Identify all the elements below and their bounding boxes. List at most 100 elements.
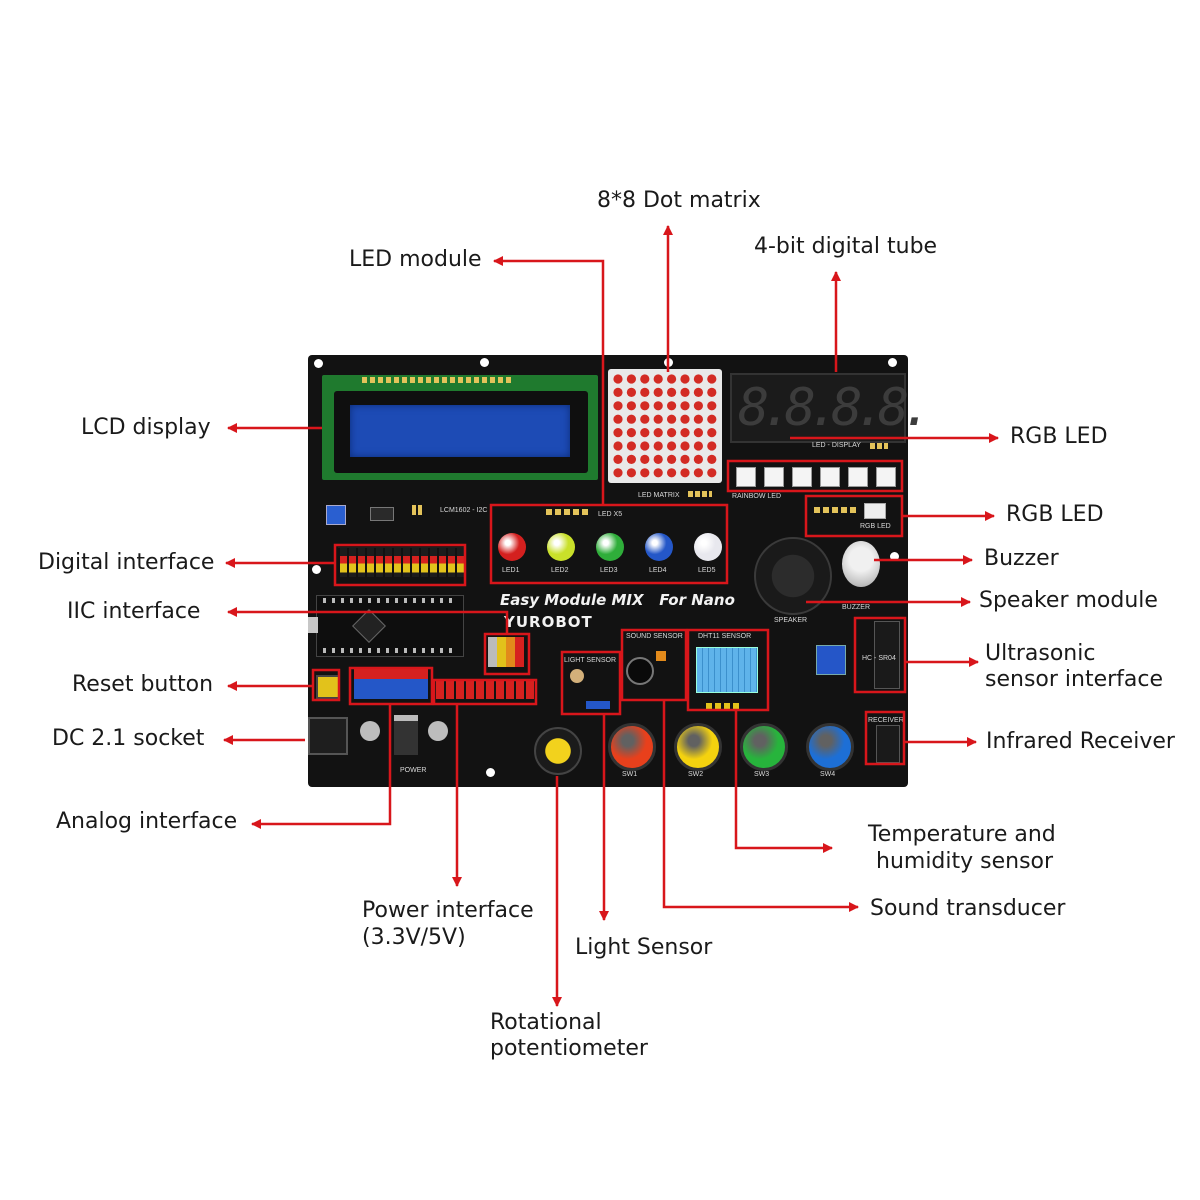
matrix-dot [640, 414, 650, 424]
box-iic [483, 632, 531, 676]
matrix-dot [693, 374, 703, 384]
matrix-dot [707, 468, 717, 478]
matrix-dot [693, 441, 703, 451]
label-lcd-display: LCD display [81, 415, 211, 440]
box-rainbow [726, 459, 904, 493]
matrix-dot [693, 414, 703, 424]
dot-matrix-grid [613, 374, 717, 478]
matrix-dot [626, 468, 636, 478]
box-ultrasonic [853, 616, 907, 694]
matrix-dot [667, 374, 677, 384]
blue-trimmer [326, 505, 346, 525]
push-button-2 [674, 723, 722, 771]
nano-pins [323, 648, 457, 653]
label-temp-humidity-1: Temperature and [868, 822, 1056, 847]
rainbow-led [848, 467, 868, 487]
matrix-dot [653, 428, 663, 438]
matrix-dot [680, 454, 690, 464]
ir-receiver-header [876, 725, 900, 763]
mounting-hole [480, 358, 489, 367]
silk-power: POWER [400, 767, 427, 774]
switch-label: SW2 [688, 771, 704, 778]
push-button-3 [740, 723, 788, 771]
silk-leds: LED X5 [598, 511, 623, 518]
sound-mic [626, 657, 654, 685]
matrix-dot [613, 374, 623, 384]
matrix-dot [667, 468, 677, 478]
matrix-dot [640, 441, 650, 451]
matrix-dot [640, 428, 650, 438]
matrix-dot [707, 414, 717, 424]
matrix-dot [626, 401, 636, 411]
mounting-hole [486, 768, 495, 777]
capacitor [428, 721, 448, 741]
blue-potentiometer [816, 645, 846, 675]
matrix-dot [626, 374, 636, 384]
label-light-sensor: Light Sensor [575, 935, 713, 960]
box-analog [348, 666, 434, 706]
dht-pins [706, 703, 742, 709]
matrix-dot [613, 414, 623, 424]
matrix-dot [707, 441, 717, 451]
ultrasonic-header [874, 621, 900, 689]
matrix-dot [626, 414, 636, 424]
label-rot-pot-2: potentiometer [490, 1036, 648, 1061]
mounting-hole [890, 552, 899, 561]
light-pins [586, 701, 610, 709]
label-led-module: LED module [349, 247, 482, 272]
box-reset [311, 668, 341, 702]
box-ir [864, 710, 906, 766]
led-label: LED1 [502, 567, 520, 574]
buzzer-module [842, 541, 880, 587]
silk-dht: DHT11 SENSOR [698, 633, 752, 640]
matrix-dot [640, 387, 650, 397]
switch-label: SW1 [622, 771, 638, 778]
switch [370, 507, 394, 521]
module-board: LED MATRIX 8.8.8.8. LED - DISPLAY RAINBO… [308, 355, 932, 787]
rainbow-led [736, 467, 756, 487]
led-4 [645, 533, 673, 561]
silk-led-display: LED - DISPLAY [812, 442, 861, 449]
led-pin-header [546, 509, 588, 515]
lcd-pin-header [362, 377, 512, 383]
silk-speaker: SPEAKER [774, 617, 808, 624]
matrix-dot [613, 454, 623, 464]
led-2 [547, 533, 575, 561]
analog-interface-header [354, 669, 428, 699]
capacitor [360, 721, 380, 741]
rgb-led-chip [864, 503, 886, 519]
silk-sound: SOUND SENSOR [626, 633, 683, 640]
matrix-dot [667, 441, 677, 451]
silk-light: LIGHT SENSOR [564, 657, 616, 664]
matrix-dot [653, 374, 663, 384]
matrix-dot [707, 387, 717, 397]
label-digital-interface: Digital interface [38, 550, 215, 575]
matrix-pin-header [688, 491, 712, 497]
box-led-module [489, 503, 729, 585]
matrix-dot [653, 468, 663, 478]
matrix-dot [653, 414, 663, 424]
label-iic-interface: IIC interface [67, 599, 201, 624]
matrix-dot [707, 454, 717, 464]
matrix-dot [653, 454, 663, 464]
matrix-dot [680, 428, 690, 438]
digital-tube-module: 8.8.8.8. [730, 373, 932, 443]
matrix-dot [653, 401, 663, 411]
matrix-dot [667, 428, 677, 438]
silk-rgb: RGB LED [860, 523, 891, 530]
label-analog-interface: Analog interface [56, 809, 238, 834]
label-buzzer: Buzzer [984, 546, 1059, 571]
label-digital-tube: 4-bit digital tube [754, 234, 938, 259]
matrix-dot [613, 441, 623, 451]
led-1 [498, 533, 526, 561]
push-button-4 [806, 723, 854, 771]
label-sound-transducer: Sound transducer [870, 896, 1066, 921]
silk-buzzer: BUZZER [842, 604, 870, 611]
board-brand: YUROBOT [504, 613, 593, 631]
label-reset-button: Reset button [72, 672, 214, 697]
dot-matrix-module [608, 369, 722, 483]
switch-label: SW4 [820, 771, 836, 778]
label-infrared-receiver: Infrared Receiver [986, 729, 1175, 754]
